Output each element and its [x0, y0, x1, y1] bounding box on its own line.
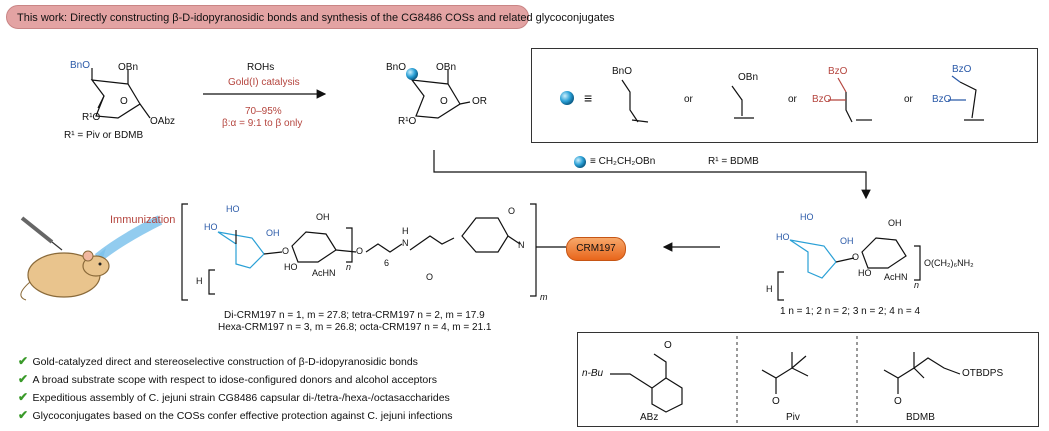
- abz-nbu: n-Bu: [582, 368, 604, 379]
- product-or-label: OR: [472, 96, 487, 107]
- oligo-achn: AcHN: [884, 272, 908, 282]
- legend-equiv: ≡: [584, 90, 593, 106]
- bullet-2: ✔ A broad substrate scope with respect t…: [18, 370, 437, 388]
- piv-label: Piv: [786, 412, 800, 423]
- oligo-ho-1: HO: [800, 212, 814, 222]
- conjugate-structure: [217, 217, 521, 269]
- conj-o-ring: O: [508, 206, 516, 216]
- check-icon: ✔: [18, 390, 29, 404]
- bullet-4: ✔ Glycoconjugates based on the COSs conf…: [18, 406, 453, 424]
- conj-achn: AcHN: [312, 268, 336, 278]
- legend-bno: BnO: [612, 66, 633, 77]
- product-o-label: O: [440, 96, 448, 107]
- oligosaccharide-structure: [777, 237, 921, 301]
- abz-o: O: [664, 340, 672, 351]
- donor-oabz-label: OAbz: [150, 116, 176, 127]
- immunization-label: Immunization: [110, 214, 176, 226]
- reaction-selectivity: β:α = 9:1 to β only: [222, 118, 303, 129]
- conversion-ball: [574, 156, 586, 168]
- conj-oh-2: OH: [316, 212, 330, 222]
- legend-bzo-red-2: BzO: [812, 94, 832, 105]
- oligo-compounds: 1 n = 1; 2 n = 2; 3 n = 2; 4 n = 4: [780, 306, 921, 317]
- donor-r1o-label: R¹O: [82, 112, 101, 123]
- conversion-arrow: [433, 150, 871, 200]
- legend-ball: [560, 91, 574, 105]
- product-structure: [410, 68, 471, 119]
- donor-bno-label: BnO: [70, 60, 91, 71]
- product-bno-label: BnO: [386, 62, 407, 73]
- piv-o: O: [772, 396, 780, 407]
- protecting-groups-box: [577, 332, 1039, 427]
- conj-h-nh: H: [402, 226, 409, 236]
- oligo-ho-3: HO: [858, 268, 872, 278]
- oligo-oh-2: OH: [888, 218, 902, 228]
- conj-n-ring: N: [518, 240, 525, 250]
- legend-bzo-red-1: BzO: [828, 66, 848, 77]
- bdmb-o: O: [894, 396, 902, 407]
- bullet-1-text: Gold-catalyzed direct and stereoselectiv…: [32, 356, 418, 368]
- oligo-oh-1: OH: [840, 236, 854, 246]
- r1-definition: R¹ = Piv or BDMB: [64, 130, 144, 141]
- product-r1o-label: R¹O: [398, 116, 417, 127]
- reagent-catalyst: Gold(I) catalysis: [228, 77, 300, 88]
- reaction-yield: 70–95%: [245, 106, 282, 117]
- legend-or-2: or: [788, 94, 797, 105]
- conj-oh-1: OH: [266, 228, 280, 238]
- donor-structure: [90, 68, 151, 119]
- check-icon: ✔: [18, 408, 29, 422]
- conj-ho-3: HO: [284, 262, 298, 272]
- conj-o-carbonyl: O: [426, 272, 434, 282]
- abz-structure: [610, 353, 683, 413]
- conversion-r1: R¹ = BDMB: [708, 156, 759, 167]
- conj-six: 6: [384, 258, 390, 268]
- conj-o-1: O: [356, 246, 364, 256]
- donor-o-label: O: [120, 96, 128, 107]
- side-chain-legend: [531, 48, 1038, 143]
- syringe-icon: [20, 216, 63, 251]
- bdmb-label: BDMB: [906, 412, 935, 423]
- title-banner: This work: Directly constructing β-D-ido…: [6, 5, 615, 29]
- crm197-carrier: CRM197: [566, 237, 626, 261]
- check-icon: ✔: [18, 354, 29, 368]
- bullet-2-text: A broad substrate scope with respect to …: [32, 374, 438, 386]
- conj-h-atom: H: [196, 276, 203, 286]
- conj-n-sub: n: [346, 262, 352, 272]
- conjugate-values-2: Hexa-CRM197 n = 3, m = 26.8; octa-CRM197…: [218, 322, 492, 333]
- legend-or-1: or: [684, 94, 693, 105]
- legend-or-3: or: [904, 94, 913, 105]
- legend-obn: OBn: [738, 72, 759, 83]
- conjugate-values-1: Di-CRM197 n = 1, m = 27.8; tetra-CRM197 …: [224, 310, 485, 321]
- oligo-tail: O(CH₂)₆NH₂: [924, 258, 974, 268]
- mouse-illustration: [20, 250, 110, 301]
- check-icon: ✔: [18, 372, 29, 386]
- conj-nh: N: [402, 238, 409, 248]
- conj-o-link: O: [282, 246, 290, 256]
- conversion-definition: ≡ CH₂CH₂OBn: [590, 156, 656, 167]
- conj-m-sub: m: [540, 292, 548, 302]
- bdmb-structure: [883, 352, 961, 394]
- piv-structure: [761, 352, 809, 394]
- bullet-3-text: Expeditious assembly of C. jejuni strain…: [32, 392, 450, 404]
- abz-label: ABz: [640, 412, 659, 423]
- legend-chains: [621, 79, 984, 123]
- conj-ho-2: HO: [204, 222, 218, 232]
- legend-bzo-blue-1: BzO: [952, 64, 972, 75]
- oligo-h-atom: H: [766, 284, 773, 294]
- side-chain-ball: [406, 68, 418, 80]
- product-obn-label: OBn: [436, 62, 457, 73]
- oligo-ho-2: HO: [776, 232, 790, 242]
- oligo-o-link: O: [852, 252, 860, 262]
- conj-ho-1: HO: [226, 204, 240, 214]
- legend-bzo-blue-2: BzO: [932, 94, 952, 105]
- donor-obn-label: OBn: [118, 62, 139, 73]
- bdmb-otbdps: OTBDPS: [962, 368, 1004, 379]
- oligo-n-sub: n: [914, 280, 920, 290]
- bullet-1: ✔ Gold-catalyzed direct and stereoselect…: [18, 352, 418, 370]
- bullet-4-text: Glycoconjugates based on the COSs confer…: [32, 410, 453, 422]
- bullet-3: ✔ Expeditious assembly of C. jejuni stra…: [18, 388, 450, 406]
- reagent-rohs: ROHs: [247, 62, 275, 73]
